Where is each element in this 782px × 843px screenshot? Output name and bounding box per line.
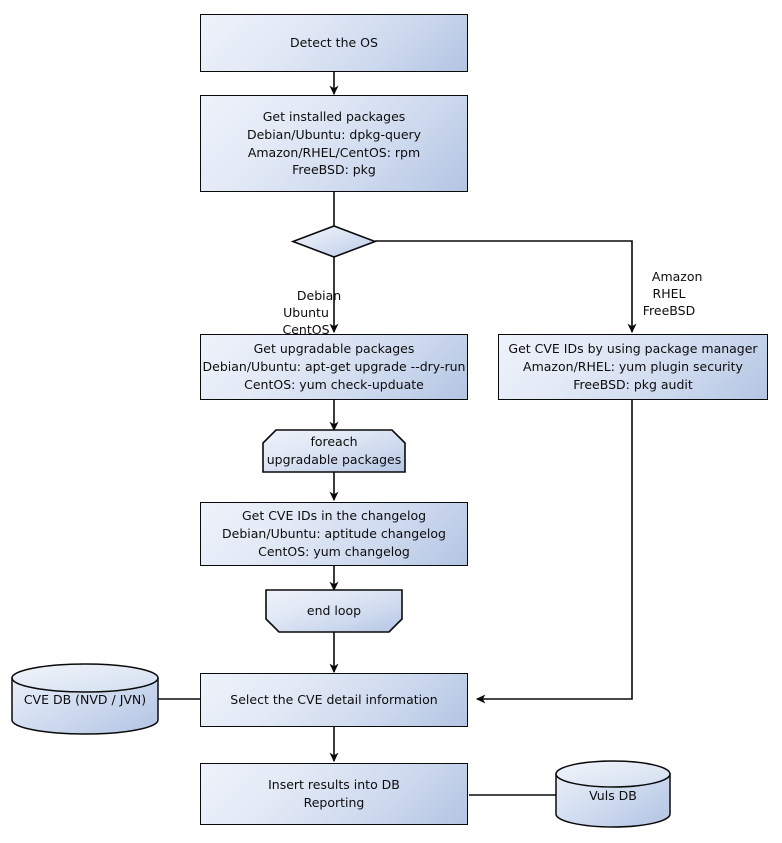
node-get-cve-ids-package-manager[interactable]: Get CVE IDs by using package manager Ama… xyxy=(498,334,768,400)
node-get-installed-packages[interactable]: Get installed packages Debian/Ubuntu: dp… xyxy=(200,95,468,192)
edge-decision-to-pkgmanager xyxy=(375,240,637,334)
edge-label-branch-right: Amazon RHEL FreeBSD xyxy=(636,252,703,336)
loop-end-shape[interactable] xyxy=(265,589,403,633)
node-insert-results[interactable]: Insert results into DB Reporting xyxy=(200,763,468,825)
node-get-cve-ids-changelog-label: Get CVE IDs in the changelog Debian/Ubun… xyxy=(222,508,446,559)
cve-db-cylinder[interactable] xyxy=(11,663,159,735)
edge-label-branch-left-text: Debian Ubuntu CentOS xyxy=(282,287,342,337)
decision-diamond[interactable] xyxy=(290,225,378,258)
vuls-db-cylinder[interactable] xyxy=(555,760,671,828)
node-detect-os-label: Detect the OS xyxy=(290,35,378,51)
node-select-cve-detail[interactable]: Select the CVE detail information xyxy=(200,673,468,727)
edge-pkgmanager-to-select xyxy=(475,400,633,704)
node-get-cve-ids-changelog[interactable]: Get CVE IDs in the changelog Debian/Ubun… xyxy=(200,502,468,566)
node-detect-os[interactable]: Detect the OS xyxy=(200,14,468,72)
node-select-cve-detail-label: Select the CVE detail information xyxy=(230,692,438,708)
node-get-installed-packages-label: Get installed packages Debian/Ubuntu: dp… xyxy=(246,109,422,178)
loop-start-shape[interactable] xyxy=(262,429,406,473)
node-get-cve-ids-package-manager-label: Get CVE IDs by using package manager Ama… xyxy=(508,341,758,392)
node-insert-results-label: Insert results into DB Reporting xyxy=(268,777,400,810)
edge-label-branch-right-text: Amazon RHEL FreeBSD xyxy=(642,268,703,318)
node-get-upgradable-packages[interactable]: Get upgradable packages Debian/Ubuntu: a… xyxy=(200,334,468,400)
node-get-upgradable-packages-label: Get upgradable packages Debian/Ubuntu: a… xyxy=(202,341,466,392)
edge-label-branch-left: Debian Ubuntu CentOS xyxy=(281,271,341,355)
